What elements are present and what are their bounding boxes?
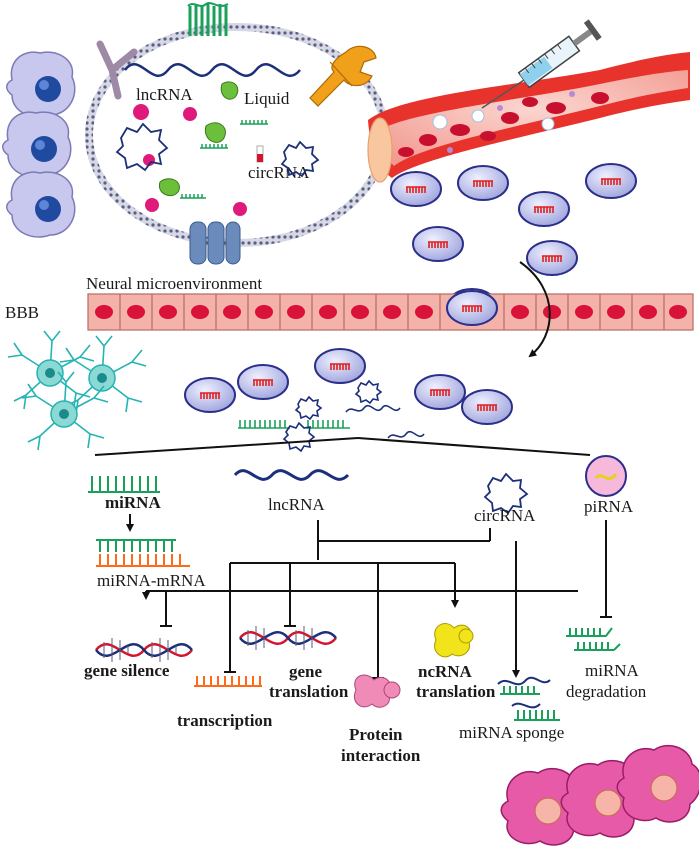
receptor-icon — [96, 40, 138, 100]
mirna-icon — [88, 476, 160, 493]
gene-translation-label-2: translation — [269, 682, 349, 701]
regulation-lines — [142, 520, 612, 679]
ncrna-translation-label-1: ncRNA — [418, 662, 473, 681]
protein-blobs — [158, 81, 239, 197]
exosome-crossing-icon — [446, 290, 498, 326]
ncrna-protein-icon — [434, 623, 474, 658]
mirna-degradation-label-1: miRNA — [585, 661, 640, 680]
receptor-icon — [187, 2, 229, 36]
circrna-top-label: circRNA — [248, 163, 310, 182]
pirna-label: piRNA — [584, 497, 634, 516]
circrna-icon — [483, 472, 529, 515]
lncrna-strand — [124, 63, 301, 77]
exosome-icon — [184, 348, 513, 425]
transport-arrow — [519, 261, 551, 358]
mirna-fragments — [180, 120, 268, 199]
vesicle-spheres — [133, 104, 247, 216]
lncrna-icon — [233, 469, 350, 481]
circrna-ring — [115, 122, 320, 178]
branch-lines — [94, 437, 591, 456]
dna-helix-icon — [239, 626, 337, 650]
mirna-sponge-label: miRNA sponge — [459, 723, 564, 742]
neuron-icon — [7, 330, 147, 451]
lncrna-top-label: lncRNA — [136, 85, 193, 104]
mirna-degradation-label-2: degradation — [566, 682, 647, 701]
protein-interaction-icon — [354, 674, 401, 708]
gene-silence-label: gene silence — [84, 661, 170, 680]
protein-interaction-label-2: interaction — [341, 746, 421, 765]
mrna-strand-icon — [194, 676, 262, 687]
protein-interaction-label-1: Protein — [349, 725, 403, 744]
mirna-sponge-icon — [497, 676, 560, 721]
wrench-icon — [309, 45, 377, 107]
dna-helix-icon — [95, 638, 193, 662]
mirna-mrna-label: miRNA-mRNA — [97, 571, 206, 590]
syringe-icon — [481, 19, 602, 109]
circrna-mid-label: circRNA — [474, 506, 536, 525]
ncrna-translation-label-2: translation — [416, 682, 496, 701]
mirna-label: miRNA — [105, 493, 161, 512]
tumor-cell-icon — [500, 744, 699, 846]
neural-microenvironment-label: Neural microenvironment — [86, 274, 262, 293]
lncrna-mid-label: lncRNA — [268, 495, 325, 514]
liquid-label: Liquid — [244, 89, 290, 108]
pirna-icon — [585, 455, 627, 497]
membrane-channel-icon — [189, 221, 241, 265]
bbb-cell-layer — [87, 293, 694, 331]
blood-vessel-icon — [367, 52, 690, 183]
gene-translation-label-1: gene — [289, 662, 323, 681]
transcription-label: transcription — [177, 711, 273, 730]
macrophage-cell-icon — [1, 51, 76, 238]
mirna-mrna-duplex-icon — [96, 539, 190, 567]
bbb-label: BBB — [5, 303, 39, 322]
mirna-degradation-icon — [566, 627, 621, 651]
